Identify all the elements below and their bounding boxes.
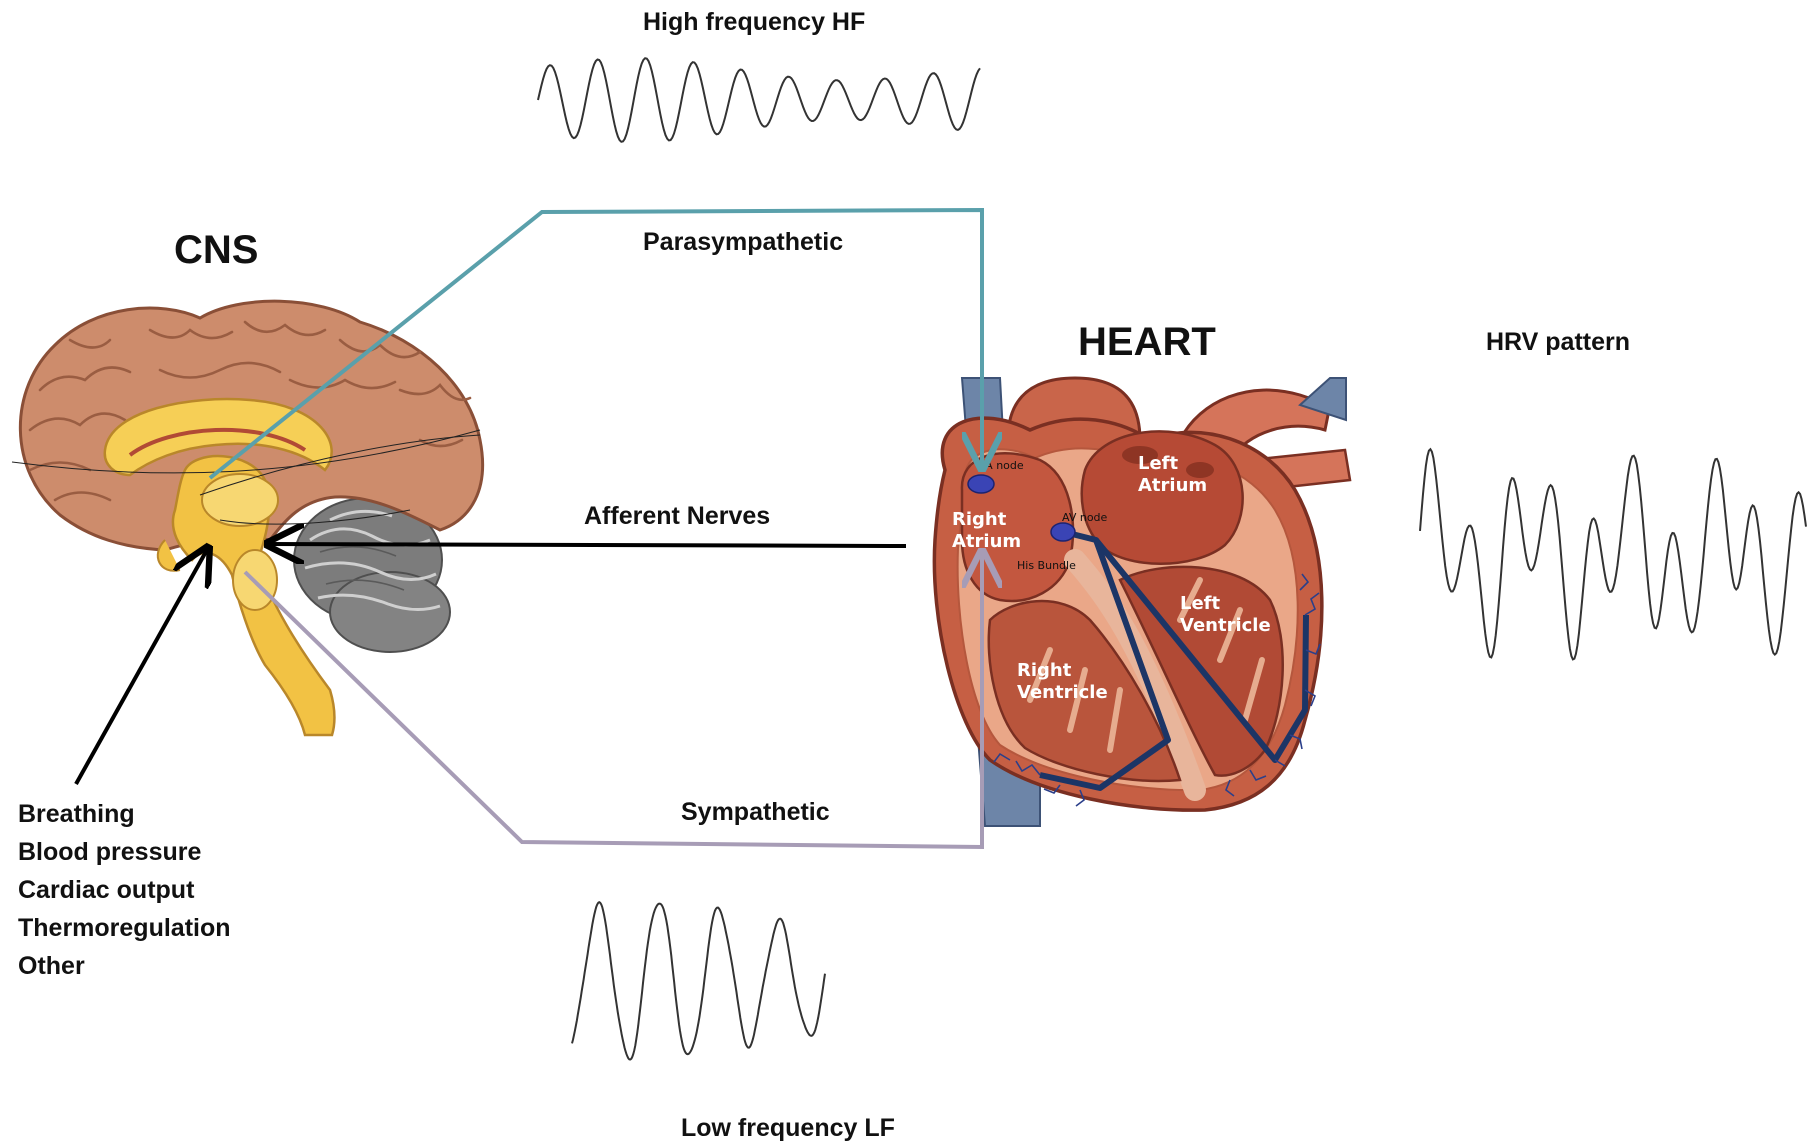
svg-text:Ventricle: Ventricle (1180, 615, 1271, 636)
lf-label: Low frequency LF (681, 1114, 895, 1143)
svg-text:Atrium: Atrium (1138, 475, 1207, 496)
inputs-list-item: Blood pressure (18, 833, 231, 871)
brain-illustration (12, 301, 483, 735)
hf-waveform (538, 58, 980, 142)
hrv-waveform (1420, 449, 1806, 659)
heart-illustration: SA node AV node His Bundle Left Atrium R… (934, 374, 1350, 826)
inputs-list-item: Breathing (18, 795, 231, 833)
hf-label: High frequency HF (643, 8, 865, 37)
sympathetic-label: Sympathetic (681, 798, 830, 827)
hrv-label: HRV pattern (1486, 328, 1630, 357)
sa-node-label: SA node (978, 459, 1024, 472)
svg-text:Atrium: Atrium (952, 531, 1021, 552)
svg-text:Left: Left (1180, 593, 1221, 614)
inputs-list-item: Other (18, 947, 231, 985)
inputs-list: Breathing Blood pressure Cardiac output … (18, 795, 231, 985)
svg-text:Right: Right (1017, 660, 1072, 681)
sa-node (968, 475, 994, 493)
av-node (1051, 523, 1075, 541)
av-node-label: AV node (1062, 511, 1108, 524)
lf-waveform (572, 902, 825, 1059)
svg-text:Ventricle: Ventricle (1017, 682, 1108, 703)
inputs-arrow (76, 548, 208, 784)
heart-label: HEART (1078, 320, 1216, 365)
cns-label: CNS (174, 228, 258, 273)
svg-text:Left: Left (1138, 453, 1179, 474)
inputs-list-item: Thermoregulation (18, 909, 231, 947)
left-atrium-chamber (1082, 431, 1243, 563)
afferent-nerves-arrow (268, 544, 906, 546)
afferent-nerves-label: Afferent Nerves (584, 502, 770, 531)
inputs-list-item: Cardiac output (18, 871, 231, 909)
parasympathetic-label: Parasympathetic (643, 228, 843, 257)
svg-text:Right: Right (952, 509, 1007, 530)
his-bundle-label: His Bundle (1017, 559, 1076, 572)
